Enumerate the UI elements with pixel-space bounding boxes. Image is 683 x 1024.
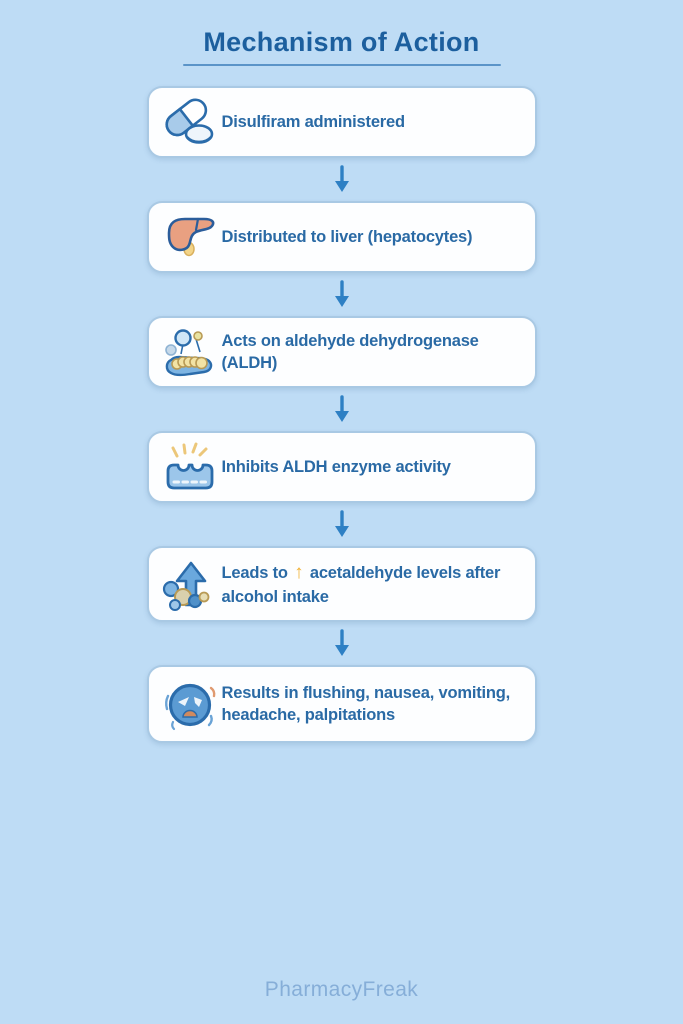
step-card-symptoms: Results in flushing, nausea, vomiting, h… [146, 665, 537, 743]
step-card-disulfiram-administered: Disulfiram administered [146, 86, 537, 158]
step-card-inhibits-aldh: Inhibits ALDH enzyme activity [146, 431, 537, 503]
step-card-acts-on-aldh: Acts on aldehyde dehydrogenase (ALDH) [146, 316, 537, 388]
step-text: Distributed to liver (hepatocytes) [221, 227, 473, 246]
title-underline [182, 64, 501, 66]
step-text-suffix: acetaldehyde levels after alcohol intake [221, 564, 501, 606]
brand-watermark: PharmacyFreak [264, 978, 419, 1001]
pills-icon [158, 93, 222, 151]
step-text: Acts on aldehyde dehydrogenase (ALDH) [221, 331, 479, 372]
increase-arrow-icon [158, 555, 222, 613]
inhibited-enzyme-icon [158, 438, 222, 496]
liver-icon [158, 208, 222, 266]
step-text-prefix: Leads to [221, 564, 288, 583]
step-text: Disulfiram administered [221, 112, 406, 131]
sick-face-icon [158, 675, 222, 733]
step-text: Inhibits ALDH enzyme activity [221, 457, 451, 476]
up-arrow-glyph: ↑ [294, 562, 304, 584]
step-text: Leads to ↑ acetaldehyde levels after alc… [222, 560, 523, 608]
page-title: Mechanism of Action [203, 27, 480, 57]
down-arrow-icon [330, 622, 354, 665]
down-arrow-icon [330, 388, 354, 431]
down-arrow-icon [330, 158, 354, 201]
enzyme-icon [158, 323, 222, 381]
step-card-acetaldehyde-increase: Leads to ↑ acetaldehyde levels after alc… [146, 546, 537, 622]
step-text: Results in flushing, nausea, vomiting, h… [221, 683, 511, 724]
mechanism-flowchart: Disulfiram administered Distributed to l… [0, 86, 683, 743]
step-card-distributed-to-liver: Distributed to liver (hepatocytes) [146, 201, 537, 273]
header: Mechanism of Action [0, 0, 683, 66]
down-arrow-icon [330, 503, 354, 546]
down-arrow-icon [330, 273, 354, 316]
